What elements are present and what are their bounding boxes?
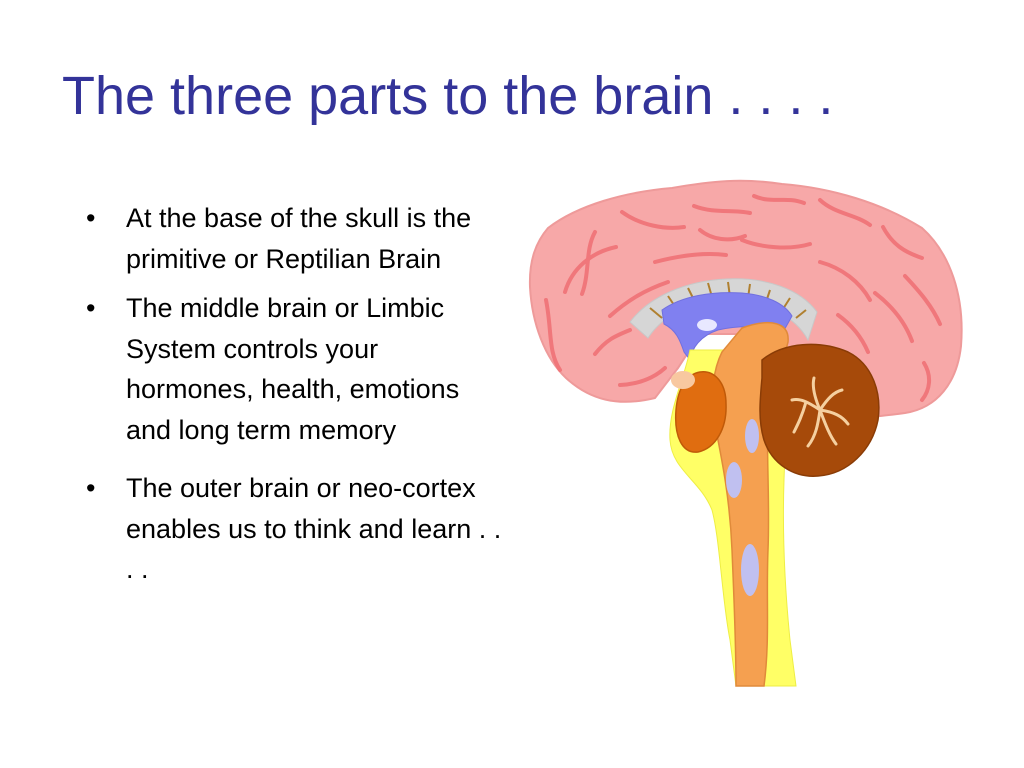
stem-spot	[741, 544, 759, 596]
bullet-text: The middle brain or Limbic System contro…	[126, 293, 460, 445]
brain-sagittal-section-icon	[528, 179, 963, 687]
cortex-folds	[544, 194, 942, 402]
bullet-marker: •	[86, 473, 96, 503]
bullet-text: At the base of the skull is the primitiv…	[126, 203, 472, 274]
thalamus	[674, 371, 727, 453]
cerebellum-branches	[790, 376, 850, 448]
bullet-item: • The outer brain or neo-cortex enables …	[86, 468, 506, 590]
pituitary	[671, 371, 695, 389]
slide-title: The three parts to the brain . . . .	[62, 66, 834, 126]
stem-spot	[726, 462, 742, 498]
bullet-marker: •	[86, 203, 96, 233]
bullet-item: • The middle brain or Limbic System cont…	[86, 288, 506, 450]
bullet-marker: •	[86, 293, 96, 323]
brain-illustration	[525, 175, 970, 690]
bullet-item: • At the base of the skull is the primit…	[86, 198, 506, 279]
bullet-list: • At the base of the skull is the primit…	[86, 198, 506, 590]
bullet-text: The outer brain or neo-cortex enables us…	[126, 473, 502, 584]
stem-spot	[745, 419, 759, 453]
ventricle-highlight	[697, 319, 717, 331]
